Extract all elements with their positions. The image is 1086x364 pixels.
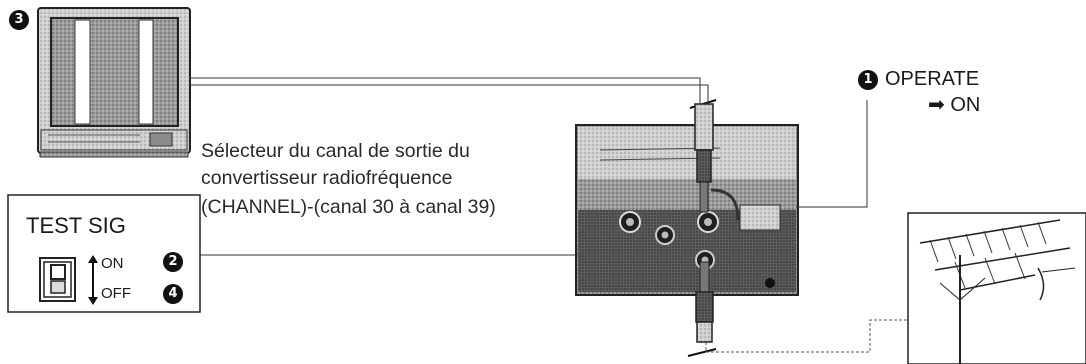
step-badge-3: 3 bbox=[9, 10, 29, 30]
step-badge-2: 2 bbox=[163, 252, 183, 272]
lower-cable bbox=[687, 261, 717, 357]
antenna-cable bbox=[705, 319, 910, 353]
operate-leader-line bbox=[796, 100, 868, 208]
channel-selector-line-3: (CHANNEL)-(canal 30 à canal 39) bbox=[201, 196, 496, 218]
upper-cable bbox=[689, 99, 740, 221]
antenna-icon bbox=[907, 212, 1086, 364]
switch-on-label: ON bbox=[101, 255, 124, 272]
step-badge-1: 1 bbox=[858, 70, 878, 90]
step-badge-4: 4 bbox=[163, 284, 183, 304]
operate-action-label: ➡ ON bbox=[928, 94, 981, 116]
on-off-arrow-icon bbox=[88, 255, 98, 305]
test-sig-title: TEST SIG bbox=[26, 213, 126, 238]
tv-icon bbox=[37, 7, 191, 158]
tv-connection-lines bbox=[190, 77, 709, 104]
switch-off-label: OFF bbox=[101, 285, 131, 302]
operate-label: OPERATE bbox=[885, 68, 980, 90]
channel-selector-line-2: convertisseur radiofréquence bbox=[201, 167, 453, 189]
slide-switch-icon bbox=[39, 257, 76, 302]
channel-selector-line-1: Sélecteur du canal de sortie du bbox=[201, 140, 470, 162]
vcr-unit-icon bbox=[575, 124, 799, 296]
